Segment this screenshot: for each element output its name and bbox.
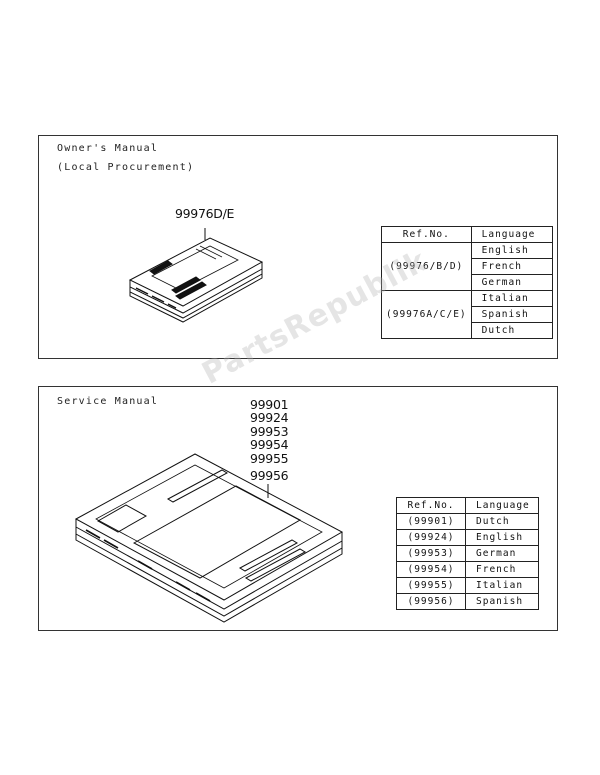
service-part-number: 99954	[250, 437, 289, 452]
table-row: Dutch	[382, 322, 553, 339]
ref-no-cell: (99976A/C/E)	[381, 290, 472, 339]
owners-manual-panel: Owner's Manual (Local Procurement) 99976…	[38, 135, 558, 359]
service-part-number: 99953	[250, 424, 289, 439]
table-row: (99956) Spanish	[396, 593, 539, 610]
service-manual-title: Service Manual	[57, 396, 159, 407]
table-row: (99924) English	[396, 529, 539, 546]
service-manual-ref-table: Ref.No. Language (99901) Dutch (99924) E…	[396, 497, 539, 610]
owners-manual-part-number: 99976D/E	[175, 206, 235, 221]
owners-manual-book-illustration	[128, 228, 264, 323]
language-cell: Spanish	[465, 593, 539, 610]
service-part-number: 99955	[250, 451, 289, 466]
table-row: (99901) Dutch	[396, 513, 539, 530]
owners-manual-ref-table: Ref.No. Language (99976/B/D) English Fre…	[381, 226, 553, 339]
service-part-number: 99901	[250, 397, 289, 412]
service-part-number: 99924	[250, 410, 289, 425]
language-cell: Dutch	[470, 322, 553, 339]
table-row: (99976A/C/E) Italian	[381, 290, 553, 339]
ref-no-cell: (99956)	[396, 593, 466, 610]
table-row: (99954) French	[396, 561, 539, 578]
ref-no-cell: (99976/B/D)	[381, 242, 472, 291]
owners-manual-title: Owner's Manual	[57, 143, 159, 154]
service-part-number: 99956	[250, 468, 289, 483]
service-manual-book-illustration	[74, 453, 344, 623]
owners-manual-subtitle: (Local Procurement)	[57, 162, 195, 173]
